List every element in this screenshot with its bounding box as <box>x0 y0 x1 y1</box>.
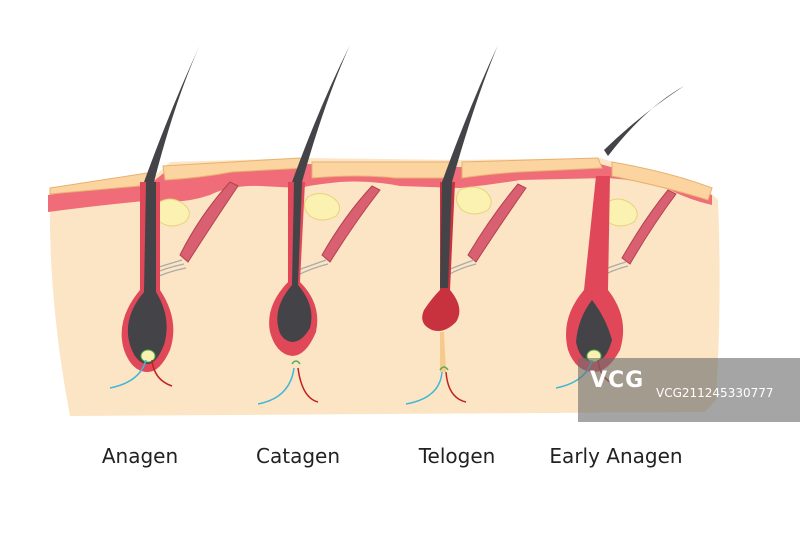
watermark: VCG VCG211245330777 <box>578 358 800 422</box>
hair-bulb <box>127 182 167 364</box>
nerve-blue <box>405 371 443 405</box>
hair-shaft <box>440 182 452 288</box>
watermark-logo: VCG <box>590 368 645 393</box>
epidermis-segment <box>611 161 713 201</box>
hair-shaft <box>292 45 350 182</box>
nerve-red <box>297 367 319 403</box>
dermis-layer <box>48 164 712 212</box>
epidermis-segment <box>162 157 306 181</box>
nerve-blue <box>109 359 147 389</box>
hair-bulb <box>277 182 312 342</box>
sebaceous-gland <box>304 193 341 221</box>
label-early-anagen: Early Anagen <box>549 444 683 468</box>
label-catagen: Catagen <box>256 444 340 468</box>
nerve-red <box>151 359 173 387</box>
watermark-id: VCG211245330777 <box>656 386 774 400</box>
arrector-pili-muscle <box>321 185 381 263</box>
dermal-papilla <box>439 366 449 371</box>
label-anagen: Anagen <box>101 444 179 468</box>
old-hair-shaft <box>604 86 684 156</box>
label-telogen: Telogen <box>418 444 496 468</box>
hair-bulb <box>576 300 612 362</box>
arrector-pili-muscle <box>179 181 239 263</box>
epidermis-segment <box>311 161 453 179</box>
follicle-catagen <box>257 45 381 405</box>
dermal-papilla <box>140 349 156 363</box>
dermal-papilla <box>291 360 301 365</box>
follicle-early-anagen <box>555 86 684 389</box>
arrector-pili-muscle <box>467 183 527 263</box>
hair-shaft <box>442 45 498 182</box>
follicle-anagen <box>109 45 239 389</box>
epidermis-segment <box>461 157 603 179</box>
nerve-blue <box>257 367 295 405</box>
nerve-red <box>445 371 467 403</box>
hair-shaft <box>144 45 200 182</box>
arrector-pili-muscle <box>621 189 677 265</box>
skin-tissue <box>49 158 720 416</box>
follicle-telogen <box>405 45 527 405</box>
sebaceous-gland <box>456 186 492 215</box>
follicle-tail <box>440 332 446 372</box>
